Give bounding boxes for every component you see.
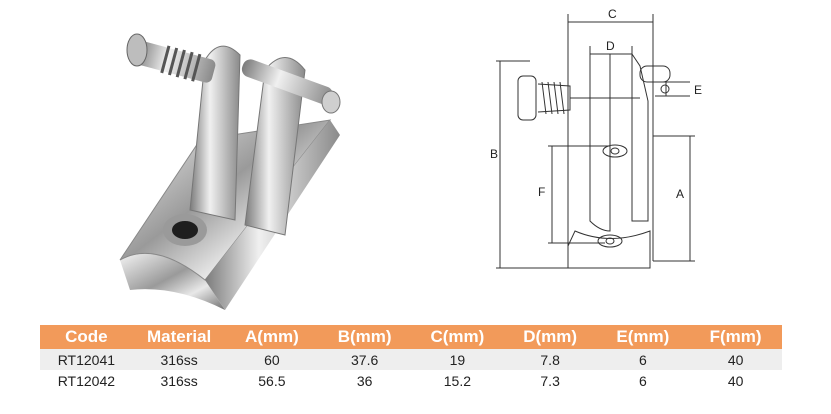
cell-c: 19 (411, 349, 504, 370)
cell-f: 40 (689, 370, 782, 391)
dim-label-e: E (694, 83, 702, 97)
cell-d: 7.8 (503, 349, 597, 370)
dim-label-b: B (490, 147, 498, 161)
dim-label-d: D (606, 39, 615, 53)
technical-drawing: C D E B F A (490, 7, 702, 269)
cell-d: 7.3 (503, 370, 597, 391)
cell-b: 37.6 (318, 349, 411, 370)
cell-a: 56.5 (225, 370, 319, 391)
cell-material: 316ss (132, 370, 226, 391)
col-header-c: C(mm) (411, 325, 504, 349)
col-header-d: D(mm) (503, 325, 597, 349)
product-photo (119, 33, 341, 310)
cell-c: 15.2 (411, 370, 504, 391)
dim-label-a: A (676, 187, 684, 201)
col-header-f: F(mm) (689, 325, 782, 349)
dim-label-c: C (608, 7, 617, 21)
cell-b: 36 (318, 370, 411, 391)
table-row: RT12042 316ss 56.5 36 15.2 7.3 6 40 (40, 370, 782, 391)
col-header-a: A(mm) (225, 325, 319, 349)
cell-e: 6 (596, 349, 690, 370)
cell-code: RT12041 (40, 349, 133, 370)
cell-e: 6 (596, 370, 690, 391)
col-header-code: Code (40, 325, 133, 349)
col-header-e: E(mm) (596, 325, 690, 349)
cell-material: 316ss (132, 349, 226, 370)
dim-label-f: F (538, 185, 545, 199)
cell-a: 60 (225, 349, 319, 370)
cell-f: 40 (689, 349, 782, 370)
col-header-material: Material (132, 325, 226, 349)
table-header-row: Code Material A(mm) B(mm) C(mm) D(mm) E(… (40, 325, 782, 349)
cell-code: RT12042 (40, 370, 133, 391)
spec-table: Code Material A(mm) B(mm) C(mm) D(mm) E(… (40, 325, 782, 391)
col-header-b: B(mm) (318, 325, 411, 349)
table-row: RT12041 316ss 60 37.6 19 7.8 6 40 (40, 349, 782, 370)
